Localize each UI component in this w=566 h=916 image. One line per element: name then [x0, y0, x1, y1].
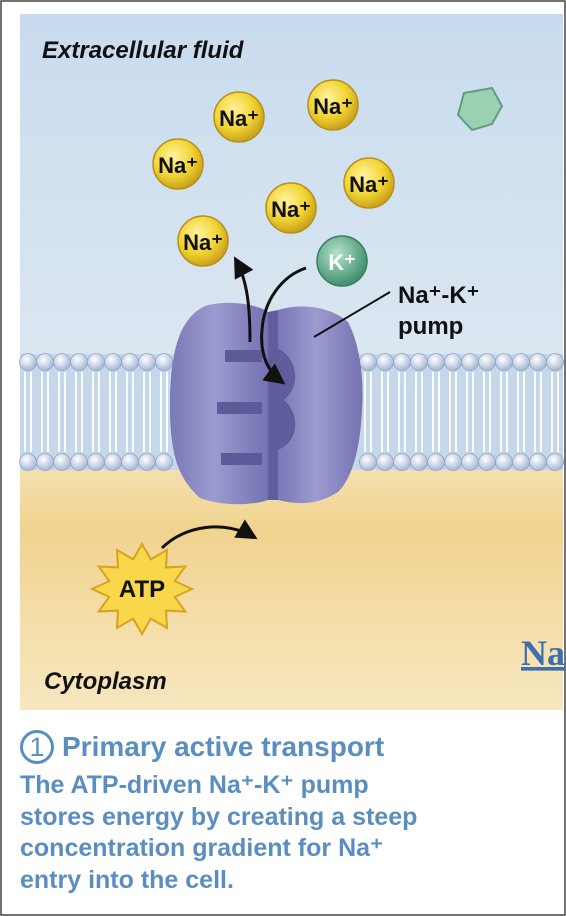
phospholipid-head — [36, 453, 54, 471]
phospholipid-head — [512, 453, 530, 471]
caption-title-row: 1 Primary active transport — [20, 728, 560, 766]
phospholipid-head — [444, 453, 462, 471]
phospholipid-head — [410, 453, 428, 471]
caption-title: Primary active transport — [62, 731, 385, 762]
phospholipid-head — [70, 453, 88, 471]
phospholipid-head — [427, 453, 445, 471]
svg-text:Na⁺: Na⁺ — [158, 153, 198, 178]
hexagon-molecule-icon — [456, 86, 504, 132]
pump-label-leader — [313, 291, 391, 338]
phospholipid-head — [478, 453, 496, 471]
phospholipid-head — [359, 453, 377, 471]
phospholipid-head — [546, 453, 564, 471]
potassium-ion: K⁺ — [316, 235, 368, 287]
phospholipid-head — [512, 353, 530, 371]
step-number-badge: 1 — [20, 730, 54, 764]
caption-body: The ATP-driven Na⁺-K⁺ pump stores energy… — [20, 770, 560, 896]
phospholipid-head — [53, 353, 71, 371]
phospholipid-head — [53, 453, 71, 471]
phospholipid-head — [104, 453, 122, 471]
na-k-pump-protein — [170, 302, 363, 505]
atp-energy-arrow — [160, 519, 258, 550]
phospholipid-head — [155, 453, 173, 471]
atp-label: ATP — [119, 576, 165, 603]
caption: 1 Primary active transport The ATP-drive… — [20, 728, 560, 896]
cropped-text: Na — [521, 633, 565, 673]
caption-line: concentration gradient for Na⁺ — [20, 834, 384, 862]
phospholipid-head — [138, 453, 156, 471]
svg-text:Na⁺: Na⁺ — [349, 172, 389, 197]
sodium-ion: Na⁺ — [343, 157, 395, 209]
phospholipid-head — [393, 453, 411, 471]
phospholipid-head — [529, 453, 547, 471]
extracellular-fluid-label: Extracellular fluid — [42, 37, 245, 64]
sodium-ion: Na⁺ — [152, 138, 204, 190]
phospholipid-head — [495, 353, 513, 371]
phospholipid-head — [155, 353, 173, 371]
phospholipid-head — [19, 453, 37, 471]
phospholipid-head — [444, 353, 462, 371]
sodium-ion: Na⁺ — [265, 182, 317, 234]
phospholipid-head — [529, 353, 547, 371]
phospholipid-head — [70, 353, 88, 371]
phospholipid-head — [427, 353, 445, 371]
pump-label-line2: pump — [398, 313, 463, 340]
phospholipid-head — [36, 353, 54, 371]
phospholipid-head — [546, 353, 564, 371]
caption-line: entry into the cell. — [20, 865, 234, 894]
phospholipid-head — [121, 453, 139, 471]
phospholipid-head — [478, 353, 496, 371]
phospholipid-head — [138, 353, 156, 371]
svg-text:Na⁺: Na⁺ — [271, 197, 311, 222]
caption-line: The ATP-driven Na⁺-K⁺ pump — [20, 771, 369, 799]
phospholipid-head — [410, 353, 428, 371]
sodium-ion: Na⁺ — [307, 79, 359, 131]
pump-label-line1: Na⁺-K⁺ — [398, 282, 479, 309]
phospholipid-head — [359, 353, 377, 371]
atp-star-icon: ATP — [89, 541, 195, 637]
phospholipid-head — [121, 353, 139, 371]
caption-line: stores energy by creating a steep — [20, 802, 418, 831]
cytoplasm-label: Cytoplasm — [44, 668, 167, 695]
phospholipid-head — [87, 453, 105, 471]
sodium-exit-arrow — [233, 256, 254, 343]
phospholipid-head — [376, 453, 394, 471]
svg-text:Na⁺: Na⁺ — [183, 230, 223, 255]
svg-text:Na⁺: Na⁺ — [313, 94, 353, 119]
phospholipid-head — [461, 453, 479, 471]
phospholipid-head — [19, 353, 37, 371]
phospholipid-head — [495, 453, 513, 471]
lipid-bilayer — [19, 353, 564, 471]
svg-text:Na⁺: Na⁺ — [219, 106, 259, 131]
phospholipid-head — [393, 353, 411, 371]
phospholipid-head — [104, 353, 122, 371]
sodium-ion: Na⁺ — [213, 91, 265, 143]
phospholipid-head — [461, 353, 479, 371]
sodium-ion: Na⁺ — [177, 215, 229, 267]
svg-text:K⁺: K⁺ — [328, 250, 356, 275]
potassium-entry-arrow — [260, 266, 307, 385]
phospholipid-head — [87, 353, 105, 371]
phospholipid-head — [376, 353, 394, 371]
